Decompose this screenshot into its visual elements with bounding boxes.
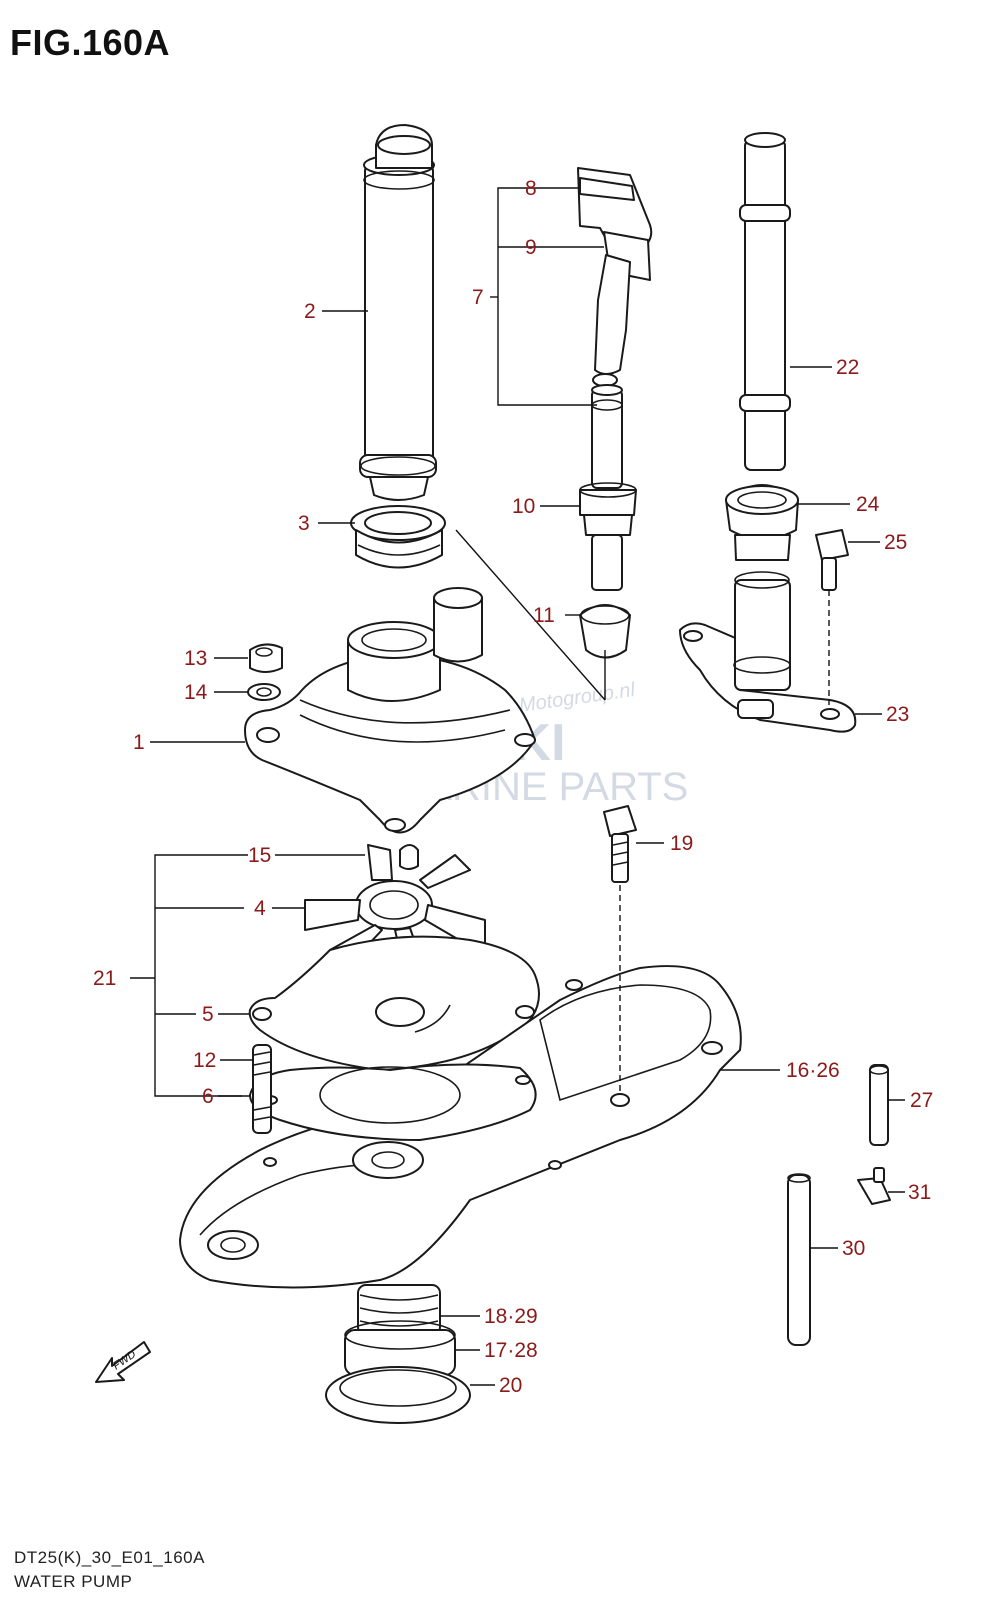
part-24-grommet (725, 484, 799, 561)
part-10-pipe (579, 384, 637, 591)
label-15: 15 (248, 844, 271, 867)
label-7: 7 (472, 286, 484, 309)
label-3: 3 (298, 512, 310, 535)
part-25-bolt (815, 529, 849, 591)
label-6: 6 (202, 1085, 214, 1108)
label-17-28: 17·28 (484, 1339, 538, 1362)
part-18-29-seal (357, 1284, 441, 1336)
label-19: 19 (670, 832, 693, 855)
label-5: 5 (202, 1003, 214, 1026)
part-31-fitting (857, 1167, 891, 1205)
label-13: 13 (184, 647, 207, 670)
label-18-29: 18·29 (484, 1305, 538, 1328)
part-11-seal (579, 604, 631, 659)
part-20-seal (325, 1366, 471, 1424)
part-labels: 2 3 1 13 14 8 9 7 10 11 22 24 25 23 19 1… (93, 177, 933, 1397)
part-14-washer (247, 683, 281, 701)
part-19-bolt (603, 805, 637, 883)
part-23-holder (679, 571, 857, 733)
diagram-name: WATER PUMP (14, 1572, 133, 1591)
watermark-site: Motogroup.nl (518, 679, 637, 717)
label-4: 4 (254, 897, 266, 920)
part-27-pin (869, 1064, 889, 1146)
part-13-nut (249, 643, 283, 673)
label-8: 8 (525, 177, 537, 200)
label-11: 11 (533, 604, 555, 627)
label-20: 20 (499, 1374, 522, 1397)
label-25: 25 (884, 531, 907, 554)
label-16-26: 16·26 (786, 1059, 840, 1082)
label-1: 1 (133, 731, 145, 754)
label-12: 12 (193, 1049, 216, 1072)
figure-title: FIG.160A (10, 22, 171, 63)
label-24: 24 (856, 493, 880, 516)
label-2: 2 (304, 300, 316, 323)
label-30: 30 (842, 1237, 865, 1260)
part-17-28-housing (344, 1320, 456, 1376)
part-3-grommet (350, 505, 446, 569)
label-27: 27 (910, 1089, 933, 1112)
leader-lines (130, 187, 905, 1386)
fwd-arrow-icon: FWD (95, 1341, 151, 1383)
part-22-tube (739, 132, 791, 471)
part-12-stud (252, 1044, 272, 1134)
part-1-pump-case (244, 587, 536, 834)
label-14: 14 (184, 681, 208, 704)
part-15-key (399, 844, 419, 870)
part-5-plate (248, 935, 540, 1071)
label-10: 10 (512, 495, 535, 518)
label-22: 22 (836, 356, 859, 379)
part-8-9-hose (577, 167, 653, 387)
part-30-pin (787, 1173, 811, 1346)
label-23: 23 (886, 703, 909, 726)
diagram-code: DT25(K)_30_E01_160A (14, 1548, 205, 1567)
label-31: 31 (908, 1181, 931, 1204)
part-2-water-tube (359, 124, 437, 501)
label-21: 21 (93, 967, 116, 990)
label-9: 9 (525, 236, 537, 259)
